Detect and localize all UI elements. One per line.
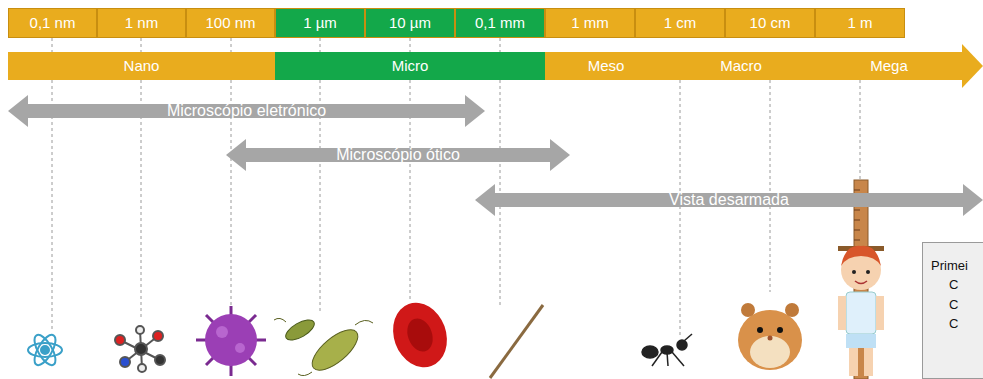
- atom-icon: [28, 332, 62, 368]
- hamster-icon: [738, 303, 802, 370]
- hair-icon: [490, 305, 543, 378]
- scale-cell: 100 nm: [186, 8, 275, 38]
- scale-band: Nano: [8, 52, 275, 80]
- panel-item: C: [949, 317, 958, 331]
- range-label: Microscópio eletrónico: [167, 102, 326, 120]
- scale-value: 1 cm: [664, 15, 697, 32]
- virus-icon: [196, 306, 266, 376]
- scale-value: 1 µm: [303, 15, 337, 32]
- molecule-icon: [115, 326, 165, 372]
- scale-name: Nano: [124, 58, 160, 75]
- scale-cell: 0,1 nm: [8, 8, 97, 38]
- scale-value: 10 µm: [389, 15, 431, 32]
- range-label: Microscópio ótico: [336, 146, 460, 164]
- range-arrow: Microscópio eletrónico: [8, 95, 485, 127]
- scale-cell: 1 µm: [275, 8, 365, 38]
- scale-cell: 10 µm: [365, 8, 455, 38]
- scale-cell: 1 cm: [635, 8, 725, 38]
- scale-name: Micro: [392, 58, 429, 75]
- ant-icon: [642, 334, 692, 366]
- range-arrow: Microscópio ótico: [226, 139, 570, 171]
- legend-panel: PrimeiCCC: [922, 242, 983, 379]
- scale-name: Macro: [720, 58, 762, 75]
- boy-with-ruler-icon: [838, 180, 884, 379]
- scale-cell: 1 mm: [545, 8, 635, 38]
- scale-cell: 1 nm: [97, 8, 186, 38]
- bar-arrowhead: [962, 44, 983, 88]
- panel-heading: Primei: [931, 259, 968, 273]
- scale-cell: 1 m: [815, 8, 905, 38]
- arrow-body: [8, 95, 485, 127]
- scale-name: Meso: [588, 58, 625, 75]
- scale-value: 0,1 mm: [475, 15, 525, 32]
- range-arrow: Vista desarmada: [475, 184, 983, 216]
- scale-value: 1 nm: [125, 15, 158, 32]
- red-blood-cell-icon: [384, 295, 455, 375]
- scale-value: 100 nm: [205, 15, 255, 32]
- scale-value: 1 m: [847, 15, 872, 32]
- arrow-body: [226, 139, 570, 171]
- scale-cell: 10 cm: [725, 8, 815, 38]
- scale-value: 1 mm: [571, 15, 609, 32]
- scale-name: Mega: [870, 58, 908, 75]
- bacteria-icon: [274, 316, 373, 377]
- scale-value: 10 cm: [750, 15, 791, 32]
- scale-band: Micro: [275, 52, 545, 80]
- arrow-body: [475, 184, 983, 216]
- panel-item: C: [949, 298, 958, 312]
- scale-cell: 0,1 mm: [455, 8, 545, 38]
- panel-item: C: [949, 278, 958, 292]
- guide-lines: [52, 38, 860, 335]
- scale-value: 0,1 nm: [30, 15, 76, 32]
- scale-band: Macro: [667, 52, 815, 80]
- range-label: Vista desarmada: [669, 191, 789, 209]
- scale-band: Mega: [815, 52, 963, 80]
- scale-band: Meso: [545, 52, 667, 80]
